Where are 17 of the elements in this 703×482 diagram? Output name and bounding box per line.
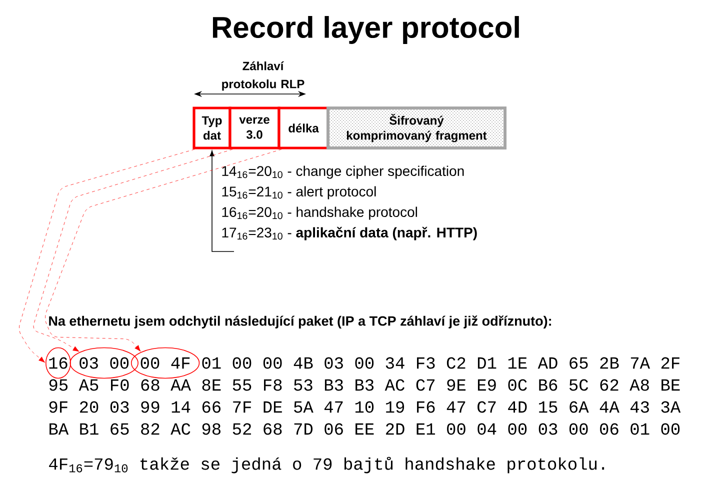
note-text: 4F$_{16}$=79$_{10}$ takže se jedná o 79 bajtů handshake protokolu. xyxy=(49,456,604,474)
value-list: 14$_{16}$=20$_{10}$ - change cipher specification 15$_{16}$=21$_{10}$ - alert protocol 16$_{16}$=20$_{10}$ - handshake protocol 17$_{16}$=23$_{10}$ - aplikační data (např. HTTP) xyxy=(222,166,477,240)
arrow xyxy=(33,149,233,352)
caption-text: Na ethernetu jsem odchytil následující paket (IP a TCP záhlaví je již odříznuto): xyxy=(49,316,551,328)
header-field-box: verze 3.0 xyxy=(228,106,280,150)
hex-row: 95 A5 F0 68 AA 8E 55 F8 53 B3 B3 AC C7 9E E9 0C B6 5C 62 A8 BE xyxy=(49,379,680,391)
hex-row: 01 00 00 4B 03 00 34 F3 C2 D1 1E AD 65 2B 7A 2F xyxy=(202,357,680,369)
fragment-box: Šifrovaný komprimovaný fragment xyxy=(326,106,506,150)
arrow xyxy=(19,149,195,363)
header-field-box: Typ dat xyxy=(192,106,232,150)
header-label: Záhlaví protokolu RLP xyxy=(222,61,304,91)
hex-row: 9F 20 03 99 14 66 7F DE 5A 47 10 19 F6 47 C7 4D 15 6A 4A 43 3A xyxy=(49,401,681,413)
arrow xyxy=(45,149,282,352)
title: Record layer protocol xyxy=(212,16,519,44)
hex-row: BA B1 65 82 AC 98 52 68 7D 06 EE 2D E1 00 04 00 03 00 06 01 00 xyxy=(50,423,680,435)
arrow xyxy=(210,150,234,252)
header-field-box: délka xyxy=(278,106,330,150)
